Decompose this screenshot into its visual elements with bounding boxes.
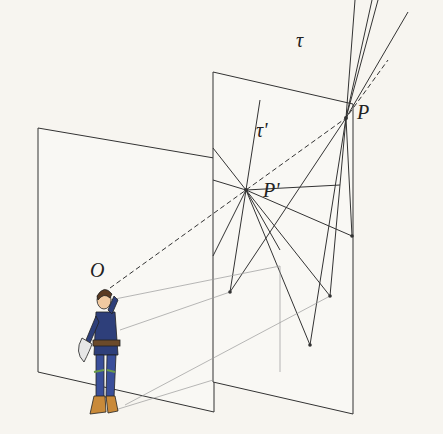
- point-label: τ': [256, 120, 267, 140]
- left-plane: [38, 128, 214, 412]
- observer-figure: [78, 289, 120, 414]
- tau-lines: [346, 0, 408, 118]
- point-label: P': [263, 180, 280, 200]
- ray-lines: [230, 118, 352, 345]
- point-label: τ: [296, 30, 303, 50]
- right-plane: [213, 72, 353, 414]
- construction-lines: [110, 266, 330, 410]
- point-label: P: [357, 102, 369, 122]
- tau-prime-lines: [213, 100, 352, 345]
- visual-ray: [110, 60, 388, 288]
- point-label: O: [90, 260, 104, 280]
